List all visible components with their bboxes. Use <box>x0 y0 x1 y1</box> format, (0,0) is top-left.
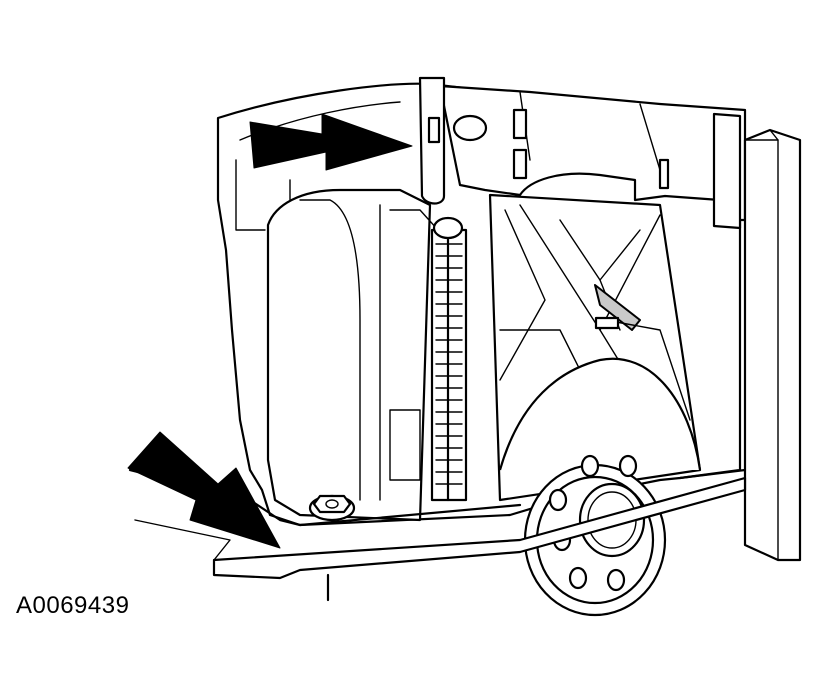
base-bolt <box>308 494 356 522</box>
indicator-arrow-lower <box>127 431 281 549</box>
top-bracket-tool <box>418 76 747 230</box>
vertical-post <box>743 128 802 562</box>
figure-id-label: A0069439 <box>16 592 130 619</box>
indicator-arrow-upper <box>249 113 413 171</box>
threaded-rod <box>430 216 468 502</box>
